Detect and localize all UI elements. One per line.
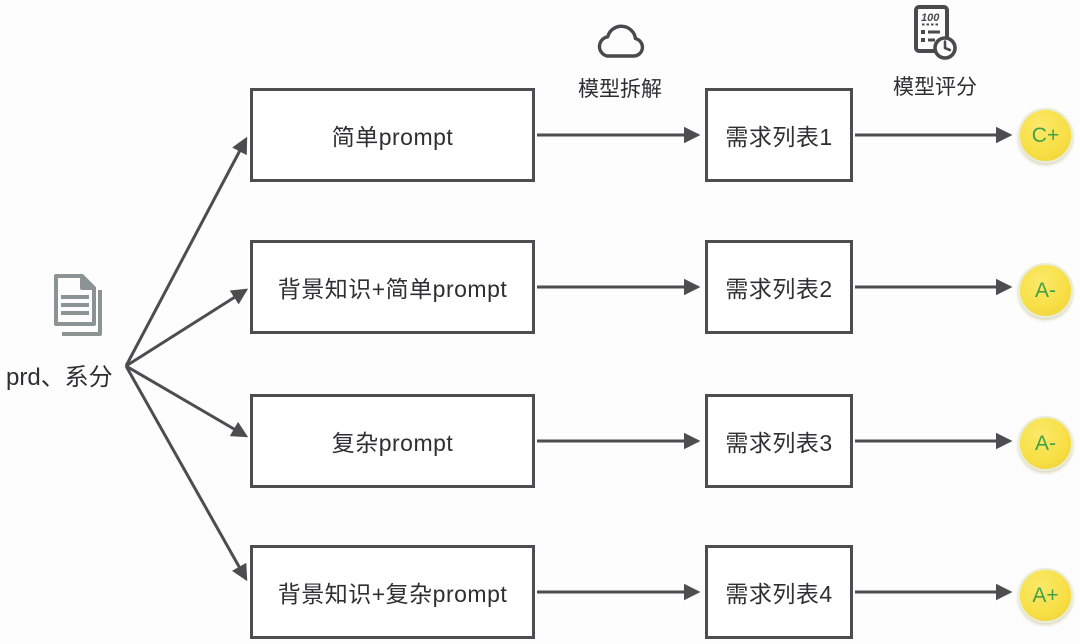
list-box-1: 需求列表1 (705, 88, 853, 182)
scorecard-icon-text: 100 (921, 12, 940, 24)
documents-icon (44, 272, 108, 345)
list-box-4-label: 需求列表4 (725, 581, 833, 607)
prompt-box-4-label: 背景知识+复杂prompt (277, 581, 508, 607)
arrow-source-to-prompt-2 (125, 288, 249, 368)
cloud-icon (594, 22, 646, 69)
list-box-4: 需求列表4 (705, 545, 853, 639)
prompt-box-2-label: 背景知识+简单prompt (277, 276, 508, 302)
list-box-3-label: 需求列表3 (725, 430, 833, 456)
prompt-box-1: 简单prompt (250, 88, 535, 182)
grade-badge-2: A- (1018, 263, 1073, 318)
list-box-3: 需求列表3 (705, 394, 853, 488)
source-node: prd、系分 (6, 272, 146, 392)
prompt-box-3-label: 复杂prompt (331, 430, 454, 456)
grade-badge-4-label: A+ (1032, 583, 1059, 607)
stage-label-score: 模型评分 (893, 76, 977, 99)
list-box-2-label: 需求列表2 (725, 276, 833, 302)
prompt-box-1-label: 简单prompt (331, 124, 454, 150)
grade-badge-1-label: C+ (1031, 123, 1060, 147)
grade-badge-3-label: A- (1035, 431, 1056, 455)
arrow-source-to-prompt-1 (124, 136, 248, 367)
stage-header-score: 100 模型评分 (875, 4, 995, 101)
grade-badge-2-label: A- (1035, 278, 1056, 302)
list-box-2: 需求列表2 (705, 240, 853, 334)
grade-badge-1: C+ (1018, 108, 1073, 163)
list-box-1-label: 需求列表1 (725, 124, 833, 150)
stage-header-decompose: 模型拆解 (560, 22, 680, 103)
prompt-box-4: 背景知识+复杂prompt (250, 545, 535, 639)
arrow-source-to-prompt-3 (125, 364, 249, 438)
source-label: prd、系分 (6, 364, 113, 391)
prompt-box-2: 背景知识+简单prompt (250, 240, 535, 334)
grade-badge-4: A+ (1018, 568, 1073, 623)
grade-badge-3: A- (1018, 416, 1073, 471)
stage-label-decompose: 模型拆解 (578, 78, 662, 101)
arrow-source-to-prompt-4 (124, 365, 248, 582)
scorecard-clock-icon: 100 (911, 4, 959, 67)
prompt-box-3: 复杂prompt (250, 394, 535, 488)
